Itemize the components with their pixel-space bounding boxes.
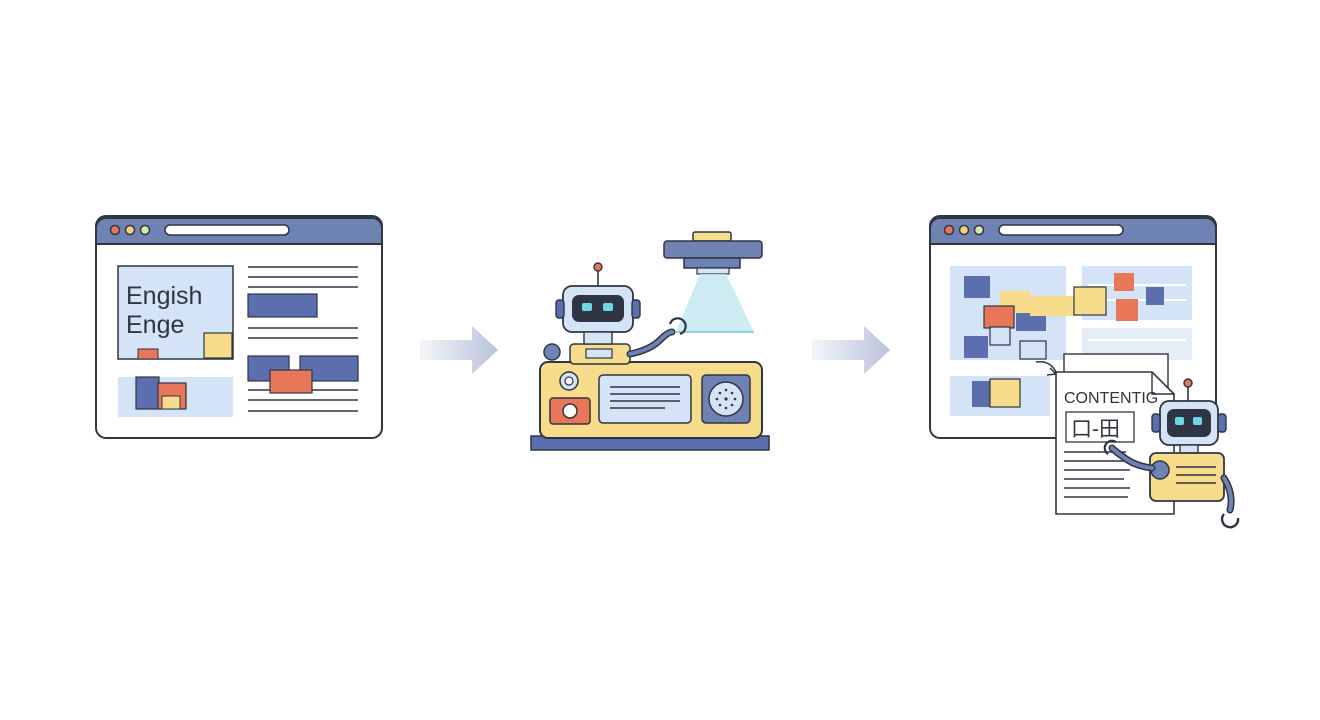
window-close-dot — [109, 224, 121, 236]
source-heading-line1: Engish — [126, 282, 202, 310]
window-maximize-dot — [139, 224, 151, 236]
source-heading-line2: Enge — [126, 311, 184, 339]
document-title: CONTENTIG — [1064, 390, 1158, 407]
window-minimize-dot — [124, 224, 136, 236]
arrow-right-icon — [812, 326, 890, 374]
scanner-beam — [676, 274, 754, 332]
window-maximize-dot — [973, 224, 985, 236]
arrow-right-icon — [420, 326, 498, 374]
window-minimize-dot — [958, 224, 970, 236]
document-glyphs: 口-田 — [1071, 418, 1120, 441]
robot-icon — [1103, 378, 1240, 529]
address-bar — [998, 224, 1124, 236]
robot-operator — [543, 262, 687, 365]
source-browser-window: Engish Enge — [95, 215, 383, 439]
scanner-lamp — [663, 240, 763, 259]
robot-scanner-machine — [530, 231, 770, 451]
address-bar — [164, 224, 290, 236]
window-close-dot — [943, 224, 955, 236]
machine-screen — [598, 374, 692, 424]
